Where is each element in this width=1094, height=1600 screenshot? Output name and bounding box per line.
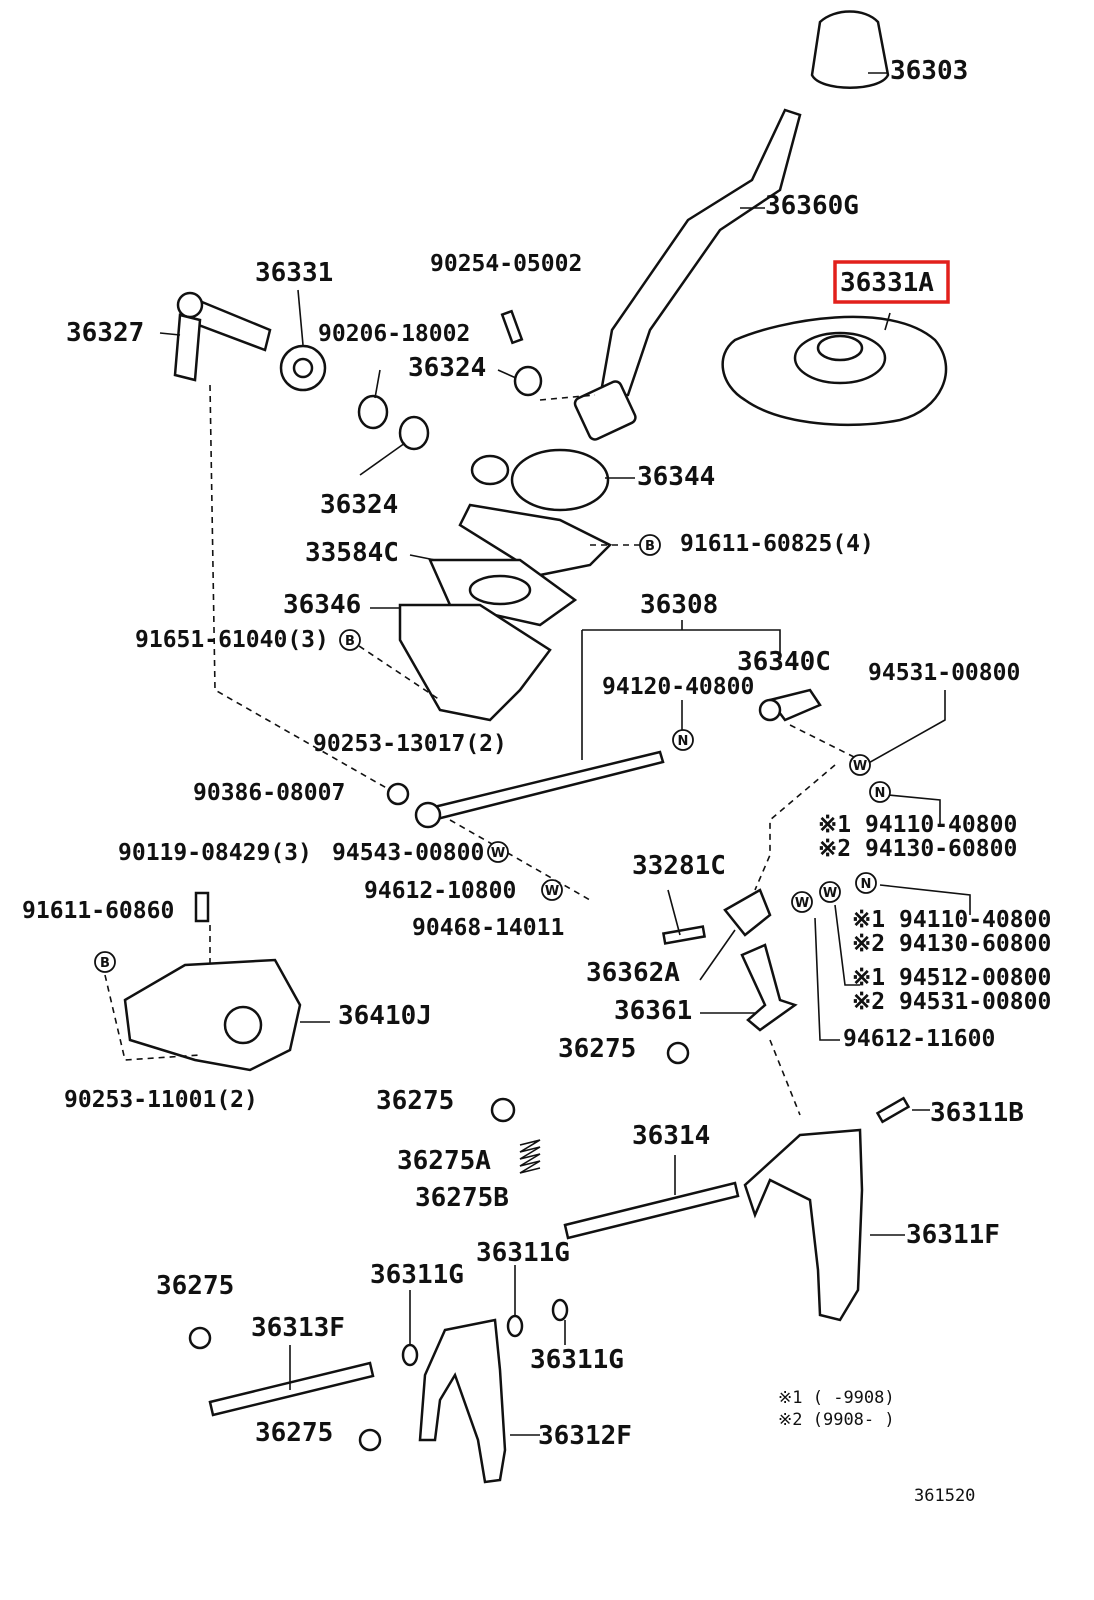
label-94531-00800-b[interactable]: ※2 94531-00800 <box>852 989 1052 1015</box>
shift-lever[interactable] <box>598 108 802 400</box>
label-94110-40800-a[interactable]: ※1 94110-40800 <box>818 812 1018 838</box>
label-94531-00800-top[interactable]: 94531-00800 <box>868 660 1021 686</box>
label-36361[interactable]: 36361 <box>614 996 693 1026</box>
shift-rod[interactable] <box>428 750 665 822</box>
svg-text:W: W <box>795 896 809 911</box>
label-94612-10800[interactable]: 94612-10800 <box>364 878 517 904</box>
label-90253-11001[interactable]: 90253-11001(2) <box>64 1087 258 1113</box>
label-36275-d[interactable]: 36275 <box>255 1418 334 1448</box>
symbol-b-91611-60825: B <box>639 534 661 556</box>
note-2-mark: ※2 <box>778 1410 803 1430</box>
symbol-n-94120: N <box>672 729 694 751</box>
label-36275-a[interactable]: 36275 <box>558 1034 637 1064</box>
label-33281C[interactable]: 33281C <box>632 851 726 881</box>
label-36362A[interactable]: 36362A <box>586 958 680 988</box>
shift-fork-shaft-36314[interactable] <box>563 1181 740 1240</box>
symbol-b-91611-60860: B <box>94 951 116 973</box>
note-2: ※2 (9908- ) <box>778 1412 895 1429</box>
note-1-mark: ※1 <box>778 1388 803 1408</box>
label-36331[interactable]: 36331 <box>255 258 334 288</box>
label-94120-40800[interactable]: 94120-40800 <box>602 674 755 700</box>
shift-fork-36312F[interactable] <box>418 1318 507 1484</box>
highlight-box <box>833 260 950 304</box>
svg-text:W: W <box>491 846 505 861</box>
label-94130-60800-b[interactable]: ※2 94130-60800 <box>852 931 1052 957</box>
label-36311G-c[interactable]: 36311G <box>530 1345 624 1375</box>
label-36344[interactable]: 36344 <box>637 462 716 492</box>
label-90206-18002[interactable]: 90206-18002 <box>318 321 471 347</box>
label-91611-60825[interactable]: 91611-60825(4) <box>680 531 874 557</box>
label-36346[interactable]: 36346 <box>283 590 362 620</box>
symbol-w-94531: W <box>849 754 871 776</box>
svg-text:B: B <box>645 539 655 554</box>
symbol-w-94612-10800: W <box>541 879 563 901</box>
note-1-text: ( -9908) <box>812 1388 895 1408</box>
label-94612-11600[interactable]: 94612-11600 <box>843 1026 996 1052</box>
shift-knob[interactable] <box>810 10 890 89</box>
symbol-w-94543: W <box>487 841 509 863</box>
shift-housing[interactable] <box>398 603 552 722</box>
label-36410J[interactable]: 36410J <box>338 1001 432 1031</box>
label-36324-lower[interactable]: 36324 <box>320 490 399 520</box>
label-36275-b[interactable]: 36275 <box>376 1086 455 1116</box>
label-36313F[interactable]: 36313F <box>251 1313 345 1343</box>
shift-fork-36311F[interactable] <box>743 1128 864 1322</box>
label-36331A[interactable]: 36331A <box>840 268 934 298</box>
label-36275B[interactable]: 36275B <box>415 1183 509 1213</box>
label-36312F[interactable]: 36312F <box>538 1421 632 1451</box>
symbol-w-94512: W <box>819 881 841 903</box>
symbol-b-91651: B <box>339 629 361 651</box>
svg-text:B: B <box>100 956 110 971</box>
symbol-n-94110-b: N <box>855 872 877 894</box>
symbol-w-94612-11600: W <box>791 891 813 913</box>
label-90468-14011[interactable]: 90468-14011 <box>412 915 565 941</box>
label-90253-13017[interactable]: 90253-13017(2) <box>313 731 507 757</box>
label-94512-00800[interactable]: ※1 94512-00800 <box>852 965 1052 991</box>
label-91611-60860[interactable]: 91611-60860 <box>22 898 175 924</box>
label-36360G[interactable]: 36360G <box>765 191 859 221</box>
svg-text:W: W <box>853 759 867 774</box>
label-36311F[interactable]: 36311F <box>906 1220 1000 1250</box>
note-2-text: (9908- ) <box>812 1410 895 1430</box>
label-36308[interactable]: 36308 <box>640 590 719 620</box>
svg-text:N: N <box>678 734 689 749</box>
label-36327[interactable]: 36327 <box>66 318 145 348</box>
shift-fork-shaft-36313F[interactable] <box>208 1361 375 1417</box>
label-36314[interactable]: 36314 <box>632 1121 711 1151</box>
label-36311G-a[interactable]: 36311G <box>476 1238 570 1268</box>
label-36324-upper[interactable]: 36324 <box>408 353 487 383</box>
label-90386-08007[interactable]: 90386-08007 <box>193 780 346 806</box>
shift-lever-retainer[interactable] <box>458 503 613 577</box>
symbol-n-94110-a: N <box>869 781 891 803</box>
label-90119-08429[interactable]: 90119-08429(3) <box>118 840 312 866</box>
svg-text:B: B <box>345 634 355 649</box>
label-36303[interactable]: 36303 <box>890 56 969 86</box>
note-1: ※1 ( -9908) <box>778 1390 895 1407</box>
label-94110-40800-b[interactable]: ※1 94110-40800 <box>852 907 1052 933</box>
svg-text:W: W <box>545 884 559 899</box>
label-94543-00800[interactable]: 94543-00800 <box>332 840 485 866</box>
shift-cover-36410J[interactable] <box>123 958 302 1072</box>
label-36275A[interactable]: 36275A <box>397 1146 491 1176</box>
label-91651-61040[interactable]: 91651-61040(3) <box>135 627 329 653</box>
label-36311G-b[interactable]: 36311G <box>370 1260 464 1290</box>
label-36275-c[interactable]: 36275 <box>156 1271 235 1301</box>
label-36340C[interactable]: 36340C <box>737 647 831 677</box>
label-94130-60800-a[interactable]: ※2 94130-60800 <box>818 836 1018 862</box>
svg-text:W: W <box>823 886 837 901</box>
svg-text:N: N <box>861 877 872 892</box>
svg-text:N: N <box>875 786 886 801</box>
figure-code: 361520 <box>914 1486 976 1506</box>
label-33584C[interactable]: 33584C <box>305 538 399 568</box>
label-90254-05002[interactable]: 90254-05002 <box>430 251 583 277</box>
label-36311B[interactable]: 36311B <box>930 1098 1024 1128</box>
